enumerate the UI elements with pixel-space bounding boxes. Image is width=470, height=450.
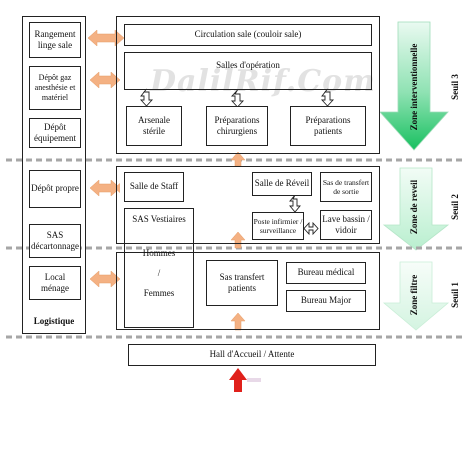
zone-arrow-reveil xyxy=(382,167,450,251)
vestiaires-hommes: Hommes xyxy=(142,248,176,258)
seuil-2-label: Seuil 2 xyxy=(450,194,460,220)
bureau-major-box: Bureau Major xyxy=(286,290,366,312)
zone-interventionnelle-label: Zone interventionnelle xyxy=(409,43,419,131)
interventional-frame xyxy=(116,16,380,154)
seuil-3-label: Seuil 3 xyxy=(450,74,460,100)
vestiaires-femmes: Femmes xyxy=(143,288,175,298)
orange-arrow-2 xyxy=(89,71,121,89)
sas-vestiaires-label: SAS Vestiaires xyxy=(132,214,186,224)
logistics-frame xyxy=(22,16,86,334)
hall-accueil-box: Hall d'Accueil / Attente xyxy=(128,344,376,366)
white-arrow-2 xyxy=(230,89,245,108)
orange-arrow-staff xyxy=(114,183,120,193)
seuil-1-label: Seuil 1 xyxy=(450,282,460,308)
orange-up-arrow-1 xyxy=(230,151,246,167)
reveil-frame xyxy=(116,166,380,244)
vestiaires-slash: / xyxy=(157,268,161,278)
salle-de-staff-box: Salle de Staff xyxy=(124,172,184,202)
depot-equipement-box: Dépôt équipement xyxy=(29,118,81,148)
watermark: DalilRif.Com xyxy=(150,64,376,99)
preparations-patients-box: Préparations patients xyxy=(290,106,366,146)
arsenale-sterile-box: Arsenale stérile xyxy=(126,106,182,146)
filtre-frame xyxy=(116,252,380,330)
salles-operation-frame xyxy=(124,52,372,90)
zone-arrow-interventional xyxy=(379,21,449,151)
white-arrow-4 xyxy=(289,194,301,213)
sas-vestiaires-frame xyxy=(124,208,194,328)
orange-up-arrow-2 xyxy=(230,231,246,249)
logistics-title: Logistique xyxy=(33,316,75,326)
entry-arrow xyxy=(229,368,247,392)
depot-gaz-box: Dépôt gaz anesthésie et matériel xyxy=(29,66,81,110)
white-arrow-5 xyxy=(303,221,319,236)
bureau-medical-box: Bureau médical xyxy=(286,262,366,284)
orange-arrow-4 xyxy=(89,270,121,288)
white-arrow-1 xyxy=(139,88,154,107)
local-menage-box: Local ménage xyxy=(29,266,81,300)
lave-bassin-box: Lave bassin / vidoir xyxy=(320,210,372,240)
salles-operation-label: Salles d'opération xyxy=(216,60,280,70)
sas-transfert-patients-box: Sas transfert patients xyxy=(206,260,278,306)
preparations-chirurgiens-box: Préparations chirurgiens xyxy=(206,106,268,146)
circulation-sale-box: Circulation sale (couloir sale) xyxy=(124,24,372,46)
zone-arrow-filtre xyxy=(382,261,450,331)
depot-propre-box: Dépôt propre xyxy=(29,170,81,208)
salle-de-reveil-box: Salle de Réveil xyxy=(252,172,312,196)
sas-transfert-sortie-box: Sas de transfert de sortie xyxy=(320,172,372,202)
sas-decartonnage-box: SAS décartonnage xyxy=(29,224,81,258)
zone-filtre-label: Zone filtre xyxy=(409,274,419,316)
rangement-linge-sale-box: Rangement linge sale xyxy=(29,22,81,58)
poste-infirmier-box: Poste infirmier / surveillance xyxy=(252,212,304,240)
zone-reveil-label: Zone de reveil xyxy=(409,179,419,235)
white-arrow-3 xyxy=(320,88,335,107)
orange-up-arrow-3 xyxy=(230,312,246,331)
